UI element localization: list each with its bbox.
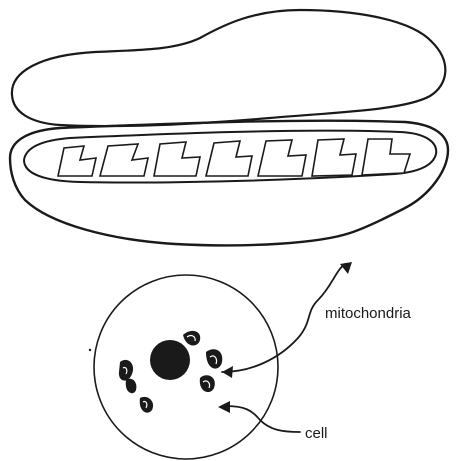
cell-nucleus [150, 340, 190, 380]
cell-label: cell [305, 425, 328, 442]
speck [89, 349, 91, 351]
mitochondria-label: mitochondria [325, 305, 412, 322]
mitochondrion-upper-half [12, 10, 445, 126]
cell-pointer [218, 401, 300, 432]
mitochondrion-lower-half [10, 121, 448, 246]
cell [89, 275, 278, 459]
cristae [58, 139, 410, 176]
